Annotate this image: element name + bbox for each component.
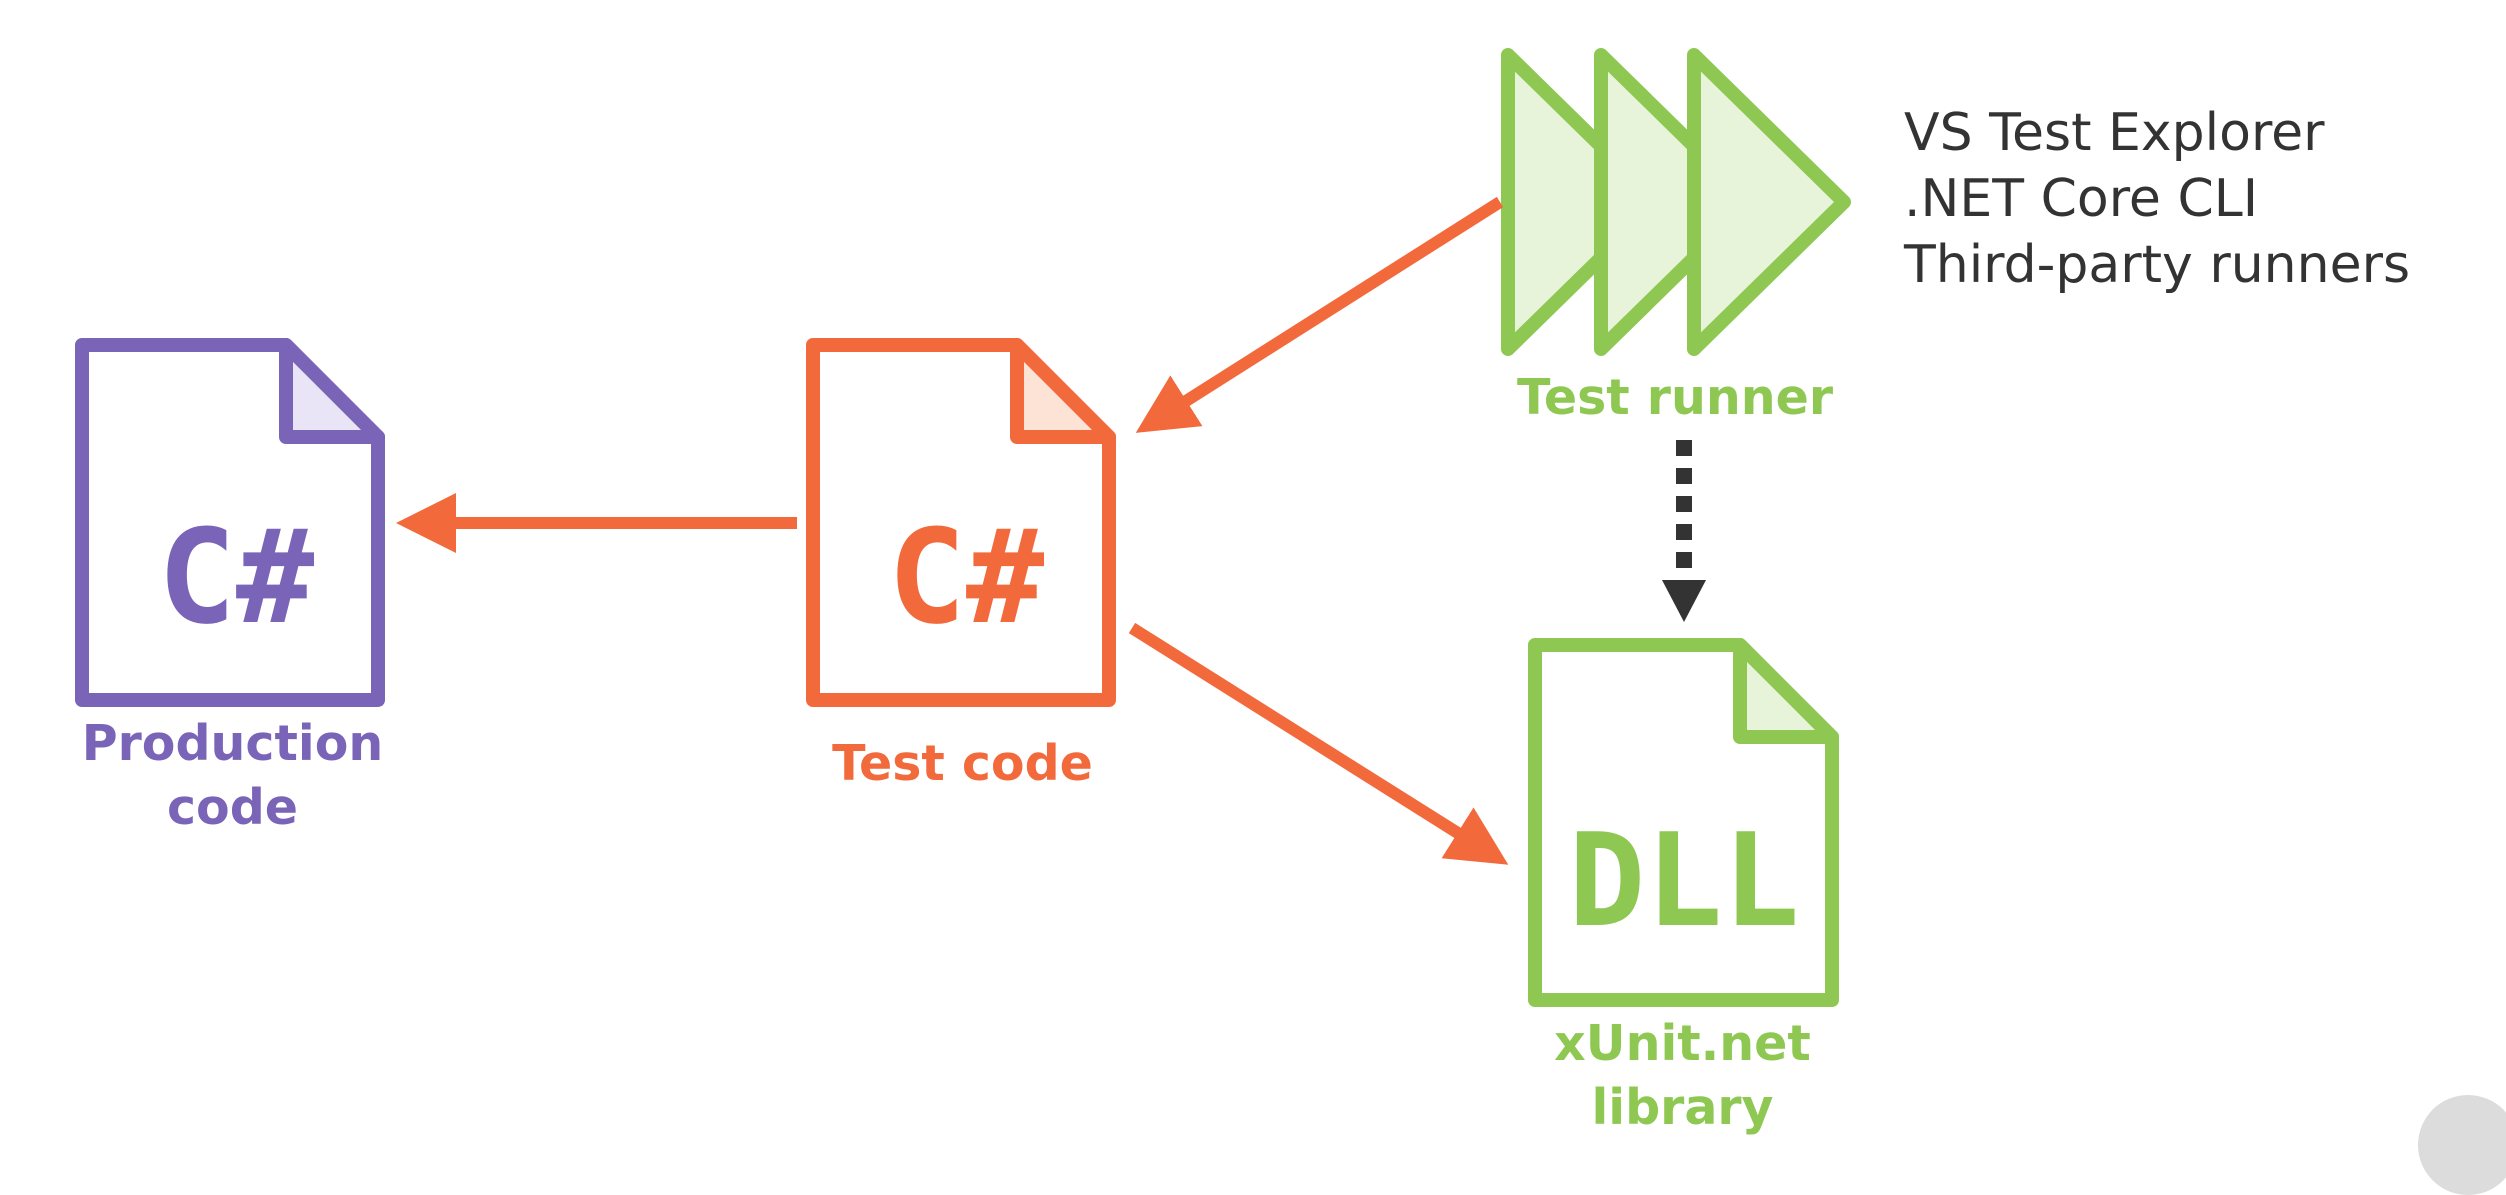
xunit-library-label: xUnit.net library bbox=[1510, 1012, 1855, 1140]
test-icon-text: C# bbox=[888, 501, 1045, 653]
test-runner-list: VS Test Explorer .NET Core CLI Third-par… bbox=[1904, 100, 2410, 298]
library-label-line-1: xUnit.net bbox=[1554, 1015, 1811, 1072]
architecture-diagram: C# C# DLL bbox=[75, 48, 1851, 1007]
arrow-test-to-dll bbox=[1128, 622, 1509, 865]
test-code-file-icon: C# bbox=[806, 338, 1116, 707]
runner-label-text: Test runner bbox=[1516, 369, 1833, 426]
production-code-file-icon: C# bbox=[75, 338, 385, 707]
corner-badge bbox=[2418, 1095, 2506, 1195]
production-label-line-2: code bbox=[166, 779, 299, 836]
runner-list-item: VS Test Explorer bbox=[1904, 103, 2325, 163]
arrow-runner-to-test bbox=[1135, 196, 1504, 433]
library-label-line-2: library bbox=[1591, 1079, 1774, 1136]
production-code-label: Production code bbox=[60, 712, 405, 840]
runner-list-item: .NET Core CLI bbox=[1904, 169, 2259, 229]
test-runner-label: Test runner bbox=[1500, 366, 1850, 430]
production-icon-text: C# bbox=[158, 501, 315, 653]
runner-list-item: Third-party runners bbox=[1904, 235, 2411, 295]
dotted-arrow-runner-to-dll bbox=[1662, 440, 1706, 622]
test-code-label: Test code bbox=[790, 732, 1135, 796]
fast-forward-icon bbox=[1501, 48, 1851, 356]
test-label-line-1: Test code bbox=[832, 735, 1093, 792]
dll-file-icon: DLL bbox=[1528, 638, 1839, 1007]
dll-icon-text: DLL bbox=[1568, 807, 1799, 956]
production-label-line-1: Production bbox=[81, 715, 384, 772]
